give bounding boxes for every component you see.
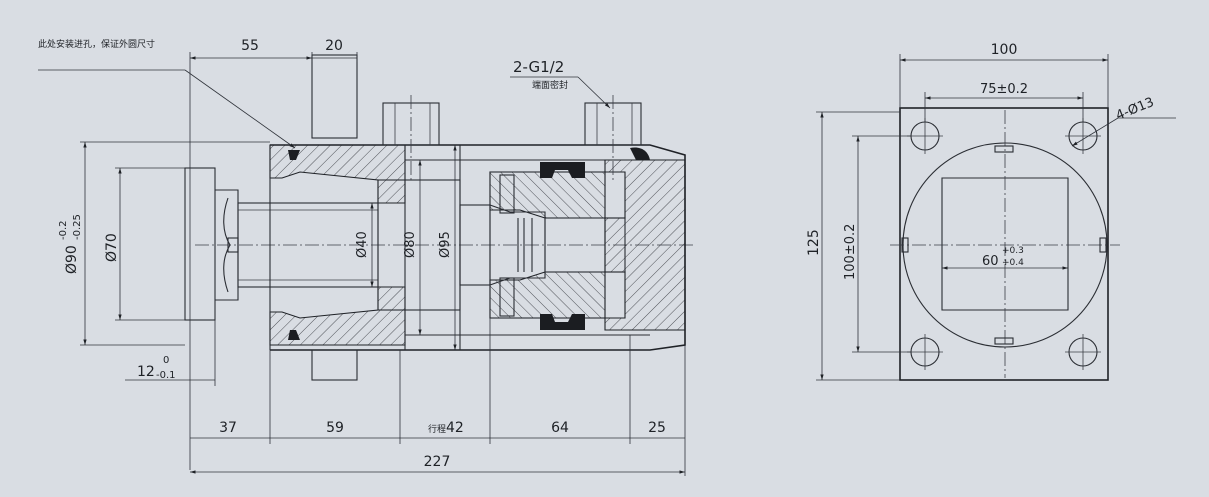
dim-12: 12 0 -0.1	[125, 300, 216, 386]
install-note: 此处安装进孔，保证外圆尺寸	[38, 38, 296, 149]
dim-227: 227	[190, 454, 685, 474]
dim-d95: Ø95	[438, 145, 457, 350]
mounting-hole-br	[1065, 334, 1101, 370]
oil-port-right	[584, 95, 642, 180]
dim-59-label: 59	[326, 420, 344, 436]
mounting-hole-bl	[907, 334, 943, 370]
dim-d40: Ø40	[355, 203, 374, 287]
dim-20-label: 20	[325, 38, 343, 54]
dim-12-label: 12	[137, 364, 155, 380]
end-bore-flats	[941, 177, 1069, 311]
dim-end-60-label: 60	[982, 254, 999, 269]
dim-d95-label: Ø95	[438, 231, 453, 258]
piston-section	[489, 162, 606, 330]
mounting-lug-top	[311, 54, 358, 139]
dim-stroke-value: 42	[446, 420, 464, 436]
dim-end-60-tol-lower: +0.4	[1002, 258, 1024, 268]
oil-port-left	[382, 95, 440, 180]
dim-64-label: 64	[551, 420, 569, 436]
dim-55-label: 55	[241, 38, 259, 54]
dim-25-label: 25	[648, 420, 666, 436]
dim-end-100v-label: 100±0.2	[843, 224, 858, 280]
dim-12-tol-lower: -0.1	[156, 370, 176, 381]
dim-end-60-tol-upper: +0.3	[1002, 246, 1024, 256]
port-sub-label: 端面密封	[532, 79, 568, 91]
dim-od70-label: Ø70	[104, 233, 120, 262]
dim-37-label: 37	[219, 420, 237, 436]
dim-od90-label: Ø90	[64, 245, 80, 274]
dim-chain-bottom: 37 59 行程 42 64 25	[190, 318, 686, 476]
mounting-hole-tl	[907, 118, 943, 154]
mounting-lug-bottom	[311, 349, 358, 381]
front-boss	[184, 167, 239, 321]
dim-end-100-label: 100	[991, 42, 1018, 58]
side-section-view: 55 20 此处安装进孔，保证外圆尺寸 2-G1/2 端面密封 Ø90 -0	[38, 38, 695, 476]
dim-end-125-label: 125	[806, 229, 822, 256]
end-flange	[899, 107, 1109, 381]
dim-end-75-label: 75±0.2	[980, 82, 1028, 97]
dim-od90: Ø90 -0.2 -0.25	[58, 141, 270, 346]
install-note-text: 此处安装进孔，保证外圆尺寸	[38, 38, 155, 50]
port-callout: 2-G1/2 端面密封	[510, 58, 611, 109]
dim-end-60: 60 +0.3 +0.4	[942, 246, 1068, 270]
dim-d80: Ø80	[403, 160, 422, 335]
dim-end-holes-label: 4-Ø13	[1114, 95, 1156, 124]
dim-stroke-prefix: 行程	[428, 423, 446, 435]
dim-end-100v: 100±0.2	[843, 135, 911, 353]
dim-d40-label: Ø40	[355, 231, 370, 258]
dim-end-holes: 4-Ø13	[1071, 95, 1176, 147]
dim-227-label: 227	[424, 454, 451, 470]
dim-d80-label: Ø80	[403, 231, 418, 258]
mounting-hole-tr	[1065, 118, 1101, 154]
dim-55: 55	[189, 38, 313, 470]
dim-end-100: 100	[899, 42, 1109, 108]
dim-od90-tol-upper: -0.2	[58, 220, 69, 240]
rod-end	[459, 147, 686, 331]
port-label: 2-G1/2	[513, 58, 564, 76]
dim-end-125: 125	[806, 111, 900, 381]
end-view: 100 75±0.2 4-Ø13 125 100±0.2	[806, 42, 1176, 381]
dim-12-tol-upper: 0	[163, 355, 169, 366]
dim-end-75: 75±0.2	[924, 82, 1084, 122]
dim-20: 20	[312, 38, 358, 62]
dim-od90-tol-lower: -0.25	[72, 214, 83, 240]
dim-od70: Ø70	[104, 167, 185, 321]
gland-section	[269, 144, 406, 346]
